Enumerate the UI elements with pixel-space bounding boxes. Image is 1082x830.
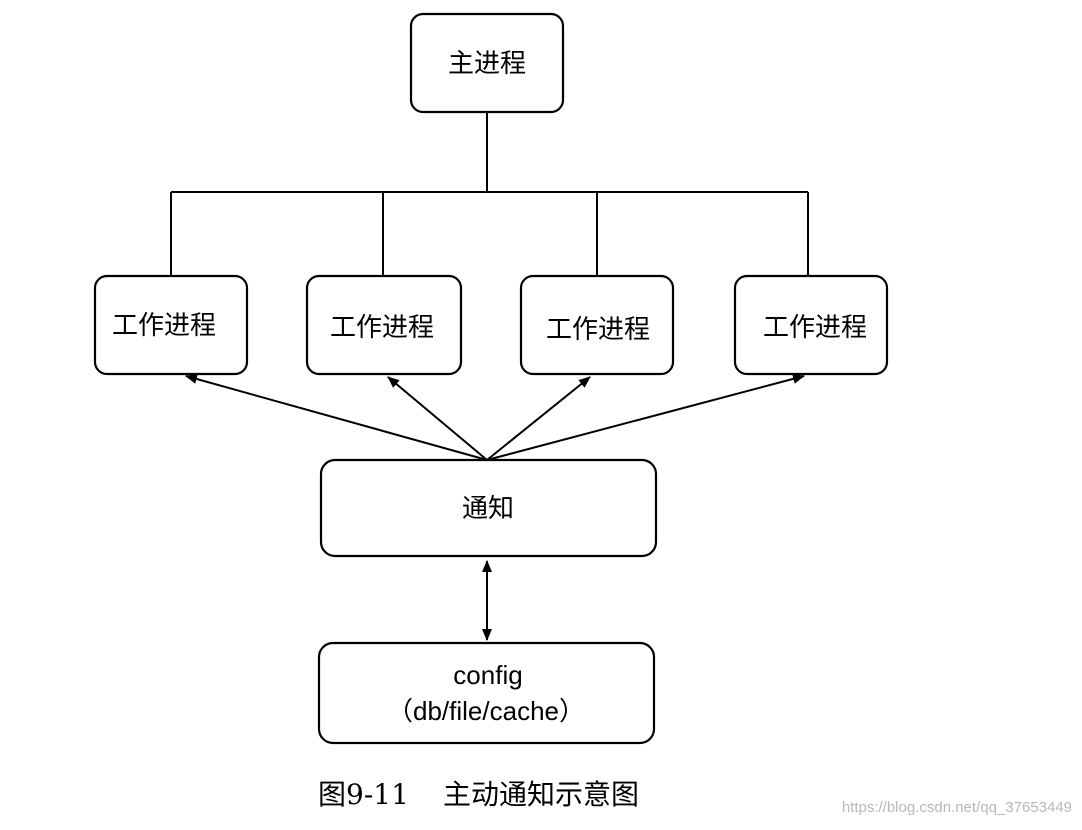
figure-caption: 图9-11 主动通知示意图 <box>318 778 639 811</box>
worker-process-box <box>519 274 675 376</box>
notify-label: 通知 <box>462 494 514 524</box>
figure-number: 图9-11 <box>318 778 409 811</box>
config-node: config （db/file/cache） <box>317 641 656 745</box>
master-process-node: 主进程 <box>409 12 565 114</box>
notify-node: 通知 <box>319 458 658 558</box>
master-process-label: 主进程 <box>448 49 526 79</box>
master-process-box <box>409 12 565 114</box>
config-title: config <box>453 660 522 690</box>
worker-process-label: 工作进程 <box>763 313 867 343</box>
worker-process-box <box>733 274 889 376</box>
figure-title: 主动通知示意图 <box>443 778 639 811</box>
config-subtitle: （db/file/cache） <box>387 696 585 726</box>
worker-process-label: 工作进程 <box>330 313 434 343</box>
notify-to-worker-2-arrow <box>387 376 488 461</box>
watermark-text: https://blog.csdn.net/qq_37653449 <box>842 799 1072 816</box>
tree-connectors <box>170 112 809 276</box>
notify-box <box>319 458 658 558</box>
worker-process-node-2: 工作进程 <box>305 274 463 376</box>
config-box <box>317 641 656 745</box>
notify-arrows <box>185 373 805 461</box>
worker-process-box <box>93 274 249 376</box>
worker-process-box <box>305 274 463 376</box>
worker-process-node-3: 工作进程 <box>519 274 675 376</box>
worker-process-label: 工作进程 <box>112 311 216 341</box>
worker-process-node-4: 工作进程 <box>733 274 889 376</box>
worker-process-node-1: 工作进程 <box>93 274 249 376</box>
worker-process-label: 工作进程 <box>546 315 650 345</box>
notify-to-worker-1-arrow <box>185 374 488 461</box>
notify-to-worker-4-arrow <box>486 373 805 461</box>
notify-to-worker-3-arrow <box>486 376 591 461</box>
